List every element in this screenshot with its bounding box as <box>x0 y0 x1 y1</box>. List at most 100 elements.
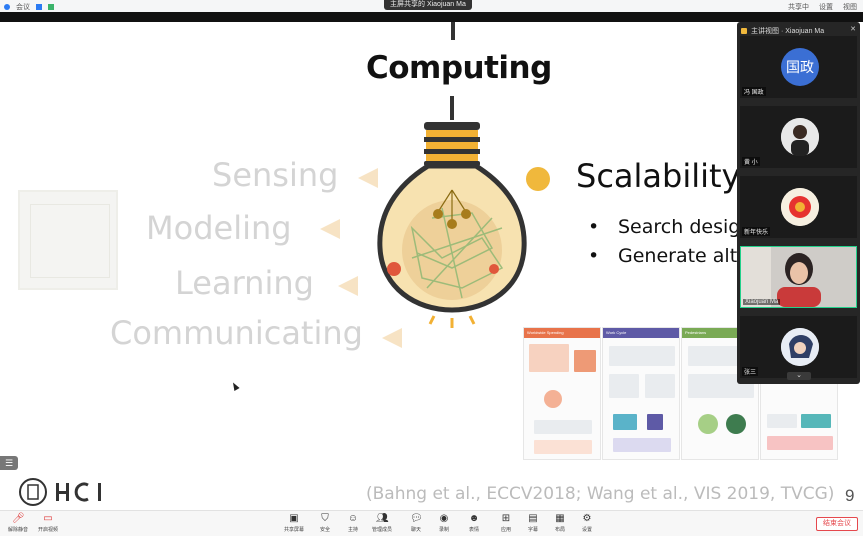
thumb-block <box>544 390 562 408</box>
thumb-block <box>647 414 663 430</box>
thumb-block <box>609 374 639 398</box>
share-screen-icon: ▣ <box>289 513 299 524</box>
thumb-block <box>534 440 592 454</box>
bullet-marker: • <box>588 245 600 267</box>
subtitles-icon: ▤ <box>528 513 538 524</box>
festive-avatar-icon <box>781 188 819 226</box>
thumb-block <box>534 420 592 434</box>
avatar <box>781 188 819 226</box>
host-icon: ☺ <box>347 513 359 524</box>
hci-logo-icon <box>56 482 101 502</box>
scalability-heading: Scalability <box>576 157 741 195</box>
slide-citation: (Bahng et al., ECCV2018; Wang et al., VI… <box>366 484 835 504</box>
signal-icon <box>48 4 54 10</box>
top-right-controls: 共享中 设置 视图 <box>788 2 857 12</box>
thumb-header: Worldwide Spending <box>524 328 600 338</box>
person-photo-icon <box>781 118 819 156</box>
arrow-modeling-icon <box>320 219 340 239</box>
toolbar-label: 共享屏幕 <box>283 527 304 533</box>
record-button[interactable]: ◉ 录制 <box>432 513 456 534</box>
settings-icon: ⚙ <box>582 513 592 524</box>
participant-tile[interactable]: 新年快乐 <box>740 176 857 238</box>
toolbar-label: 字幕 <box>527 527 538 533</box>
security-icon: ⛉ <box>321 513 329 524</box>
thumb-block <box>801 414 831 428</box>
top-left-status: 会议 <box>4 2 54 12</box>
top-right-item[interactable]: 设置 <box>819 4 833 11</box>
panel-collapse-chevron-icon[interactable]: ⌄ <box>787 372 811 380</box>
anime-avatar-icon <box>781 328 819 366</box>
system-top-bar: 会议 主屏共享的 Xiaojuan Ma 共享中 设置 视图 <box>0 0 863 12</box>
bullet-item-2: • Generate alt <box>588 245 737 267</box>
participant-name: 黄 小 <box>742 157 760 166</box>
shared-slide: Computing Sensing Modeling Learning Comm… <box>0 22 863 510</box>
toolbar-label: 设置 <box>581 527 592 533</box>
faded-item-communicating: Communicating <box>110 314 363 352</box>
participant-tile[interactable]: 张三 <box>740 316 857 378</box>
participants-icon: 👥︎ <box>376 513 389 524</box>
toolbar-label: 安全 <box>319 527 330 533</box>
avatar: 国政 <box>781 48 819 86</box>
thumb-block <box>767 414 797 428</box>
faded-item-learning: Learning <box>175 264 314 302</box>
slide-page-number: 9 <box>845 486 855 505</box>
toolbar-label: 布局 <box>554 527 565 533</box>
security-button[interactable]: ⛉ 安全 <box>313 513 337 534</box>
participants-button[interactable]: 👥︎ 管理成员 <box>370 513 394 534</box>
share-screen-button[interactable]: ▣ 共享屏幕 <box>282 513 306 534</box>
subtitles-button[interactable]: ▤ 字幕 <box>521 513 545 534</box>
participant-panel: 主讲视图 · Xiaojuan Ma ✕ 国政 冯 国政 黄 小 新年快乐 Xi… <box>737 22 860 384</box>
panel-title: 主讲视图 · Xiaojuan Ma <box>751 28 825 35</box>
scalability-bullet-dot <box>526 167 550 191</box>
bulb-cord <box>450 96 454 120</box>
chat-icon: 💬︎ <box>410 513 423 524</box>
participant-name: 新年快乐 <box>742 227 771 236</box>
meeting-toolbar: 🎤︎ 解除静音 ▭ 开启视频 ▣ 共享屏幕 ⛉ 安全 ☺ 主持 👥︎ 管理成员 … <box>0 510 863 536</box>
top-right-item[interactable]: 视图 <box>843 4 857 11</box>
participant-tile[interactable]: 黄 小 <box>740 106 857 168</box>
mic-icon: 🎤︎ <box>12 513 25 524</box>
shield-icon <box>36 4 42 10</box>
reaction-button[interactable]: ☻ 表情 <box>462 514 486 534</box>
mouse-cursor-icon <box>230 381 240 391</box>
thumb-header: Work Cycle <box>603 328 679 338</box>
panel-app-icon <box>741 28 747 34</box>
participant-name: Xiaojuan Ma <box>743 299 781 305</box>
slide-list-icon[interactable]: ☰ <box>0 456 18 470</box>
participant-tile-active-speaker[interactable]: Xiaojuan Ma <box>740 246 857 308</box>
toolbar-label: 表情 <box>468 527 479 533</box>
top-right-item[interactable]: 共享中 <box>788 4 809 11</box>
toolbar-label: 管理成员 <box>371 527 392 533</box>
chat-button[interactable]: 💬︎ 聊天 <box>404 513 428 534</box>
host-button[interactable]: ☺ 主持 <box>341 513 365 534</box>
faded-item-sensing: Sensing <box>212 156 339 194</box>
circuit-board-image <box>18 190 118 290</box>
mic-button[interactable]: 🎤︎ 解除静音 <box>6 513 30 534</box>
mic-label: 解除静音 <box>7 527 28 533</box>
apps-button[interactable]: ⊞ 应用 <box>494 513 518 534</box>
thumb-block <box>529 344 569 372</box>
end-meeting-button[interactable]: 结束会议 <box>816 517 858 531</box>
avatar <box>781 118 819 156</box>
toolbar-label: 主持 <box>347 527 358 533</box>
app-label: 会议 <box>16 4 30 11</box>
panel-close-icon[interactable]: ✕ <box>850 26 856 33</box>
meeting-title-pill[interactable]: 主屏共享的 Xiaojuan Ma <box>384 0 472 10</box>
bulb-cord-top <box>451 22 455 40</box>
thumb-block <box>767 436 833 450</box>
lightbulb-illustration <box>377 122 527 328</box>
university-seal-icon <box>19 478 47 506</box>
participant-tile[interactable]: 国政 冯 国政 <box>740 36 857 98</box>
bullet-text: Generate alt <box>618 245 738 267</box>
bullet-item-1: •Search desig <box>588 216 740 238</box>
apps-icon: ⊞ <box>501 513 511 524</box>
layout-button[interactable]: ▦ 布局 <box>548 514 572 534</box>
panel-header: 主讲视图 · Xiaojuan Ma <box>741 26 824 36</box>
thumb-block <box>574 350 596 372</box>
settings-button[interactable]: ⚙ 设置 <box>575 513 599 534</box>
record-icon: ◉ <box>439 513 449 524</box>
participant-name: 冯 国政 <box>742 87 766 96</box>
infographic-thumbnail: Work Cycle <box>602 327 680 460</box>
video-button[interactable]: ▭ 开启视频 <box>36 514 60 534</box>
thumb-block <box>609 346 675 366</box>
